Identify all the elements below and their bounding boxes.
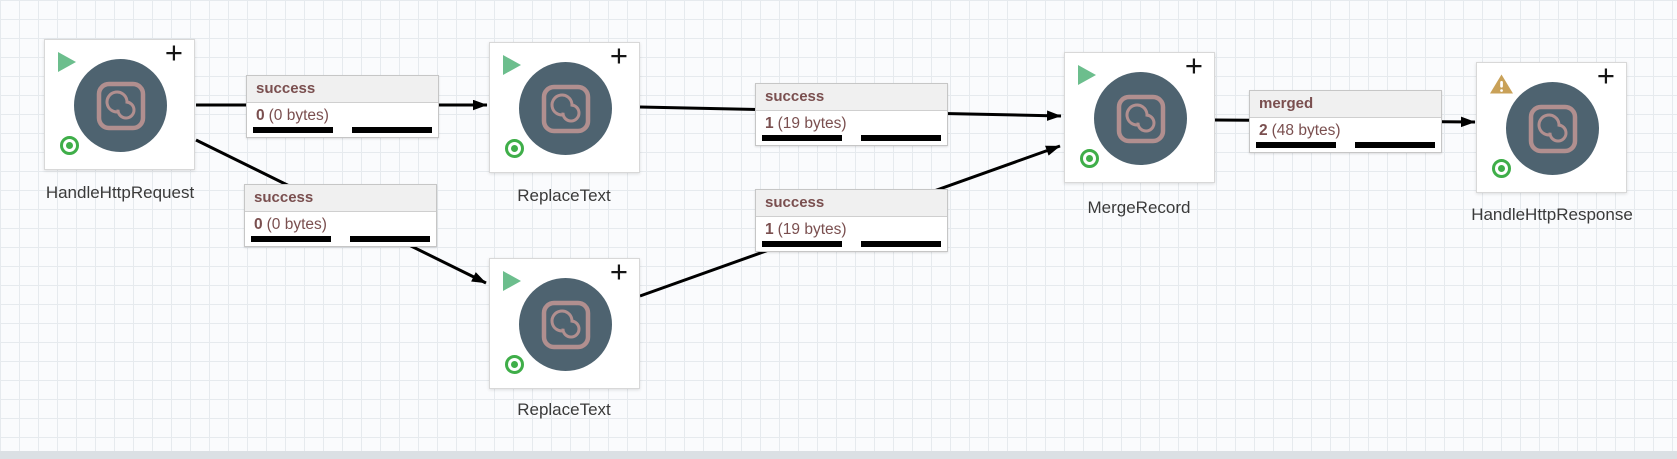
connection-label[interactable]: merged 2(48 bytes) — [1249, 90, 1442, 153]
queued-size: (19 bytes) — [777, 115, 847, 132]
warning-icon — [1490, 74, 1513, 94]
size-threshold-bar — [1355, 142, 1435, 148]
plus-icon[interactable]: + — [609, 38, 628, 73]
plus-icon[interactable]: + — [164, 35, 183, 70]
queue-stats: 1(19 bytes) — [756, 217, 947, 241]
object-threshold-bar — [253, 127, 333, 133]
queue-stats: 0(0 bytes) — [245, 212, 436, 236]
processor-icon — [74, 59, 167, 152]
bottom-bar — [0, 451, 1677, 459]
queued-size: (19 bytes) — [777, 221, 847, 238]
connection-label[interactable]: success 1(19 bytes) — [755, 83, 948, 146]
local-state-icon — [505, 139, 524, 158]
processor-icon — [519, 62, 612, 155]
run-status-play-icon — [58, 52, 76, 72]
queue-stats: 0(0 bytes) — [247, 103, 438, 127]
relationship-name: success — [247, 76, 438, 103]
relationship-name: success — [756, 190, 947, 217]
object-threshold-bar — [762, 241, 842, 247]
queued-count: 0 — [254, 216, 263, 233]
local-state-icon — [60, 136, 79, 155]
plus-icon[interactable]: + — [1596, 58, 1615, 93]
bullseye-dot — [66, 142, 73, 149]
run-status-play-icon — [1078, 65, 1096, 85]
size-threshold-bar — [352, 127, 432, 133]
processor-icon — [1506, 82, 1599, 175]
backpressure-bars — [245, 236, 436, 246]
bullseye-dot — [1498, 165, 1505, 172]
processor-node-replacetext-bottom[interactable]: + — [489, 254, 640, 389]
size-threshold-bar — [350, 236, 430, 242]
queue-stats: 2(48 bytes) — [1250, 118, 1441, 142]
backpressure-bars — [756, 241, 947, 251]
processor-name: ReplaceText — [517, 186, 611, 205]
relationship-name: merged — [1250, 91, 1441, 118]
backpressure-bars — [756, 135, 947, 145]
processor-node-handlehttprequest[interactable]: + — [44, 35, 195, 170]
processor-icon — [519, 278, 612, 371]
queued-count: 1 — [765, 221, 774, 238]
processor-icon — [1094, 72, 1187, 165]
processor-node-handlehttpresponse[interactable]: + — [1476, 58, 1627, 193]
queued-size: (0 bytes) — [266, 216, 327, 233]
size-threshold-bar — [861, 241, 941, 247]
plus-icon[interactable]: + — [609, 254, 628, 289]
processor-name: HandleHttpRequest — [45, 183, 195, 202]
plus-icon[interactable]: + — [1184, 48, 1203, 83]
backpressure-bars — [1250, 142, 1441, 152]
run-status-play-icon — [503, 55, 521, 75]
processor-name: ReplaceText — [517, 400, 611, 419]
run-status-play-icon — [503, 271, 521, 291]
local-state-icon — [1492, 159, 1511, 178]
processor-node-mergerecord[interactable]: + — [1064, 48, 1215, 183]
backpressure-bars — [247, 127, 438, 137]
queued-count: 1 — [765, 115, 774, 132]
processor-node-replacetext-top[interactable]: + — [489, 38, 640, 173]
relationship-name: success — [245, 185, 436, 212]
object-threshold-bar — [251, 236, 331, 242]
connection-label[interactable]: success 1(19 bytes) — [755, 189, 948, 252]
connection-label[interactable]: success 0(0 bytes) — [246, 75, 439, 138]
queued-size: (0 bytes) — [268, 107, 329, 124]
processor-name: MergeRecord — [1087, 198, 1191, 217]
bullseye-dot — [511, 361, 518, 368]
object-threshold-bar — [1256, 142, 1336, 148]
queue-stats: 1(19 bytes) — [756, 111, 947, 135]
bullseye-dot — [511, 145, 518, 152]
size-threshold-bar — [861, 135, 941, 141]
connection-label[interactable]: success 0(0 bytes) — [244, 184, 437, 247]
local-state-icon — [505, 355, 524, 374]
queued-count: 2 — [1259, 122, 1268, 139]
local-state-icon — [1080, 149, 1099, 168]
bullseye-dot — [1086, 155, 1093, 162]
object-threshold-bar — [762, 135, 842, 141]
queued-size: (48 bytes) — [1271, 122, 1341, 139]
queued-count: 0 — [256, 107, 265, 124]
processor-name: HandleHttpResponse — [1471, 205, 1633, 224]
relationship-name: success — [756, 84, 947, 111]
